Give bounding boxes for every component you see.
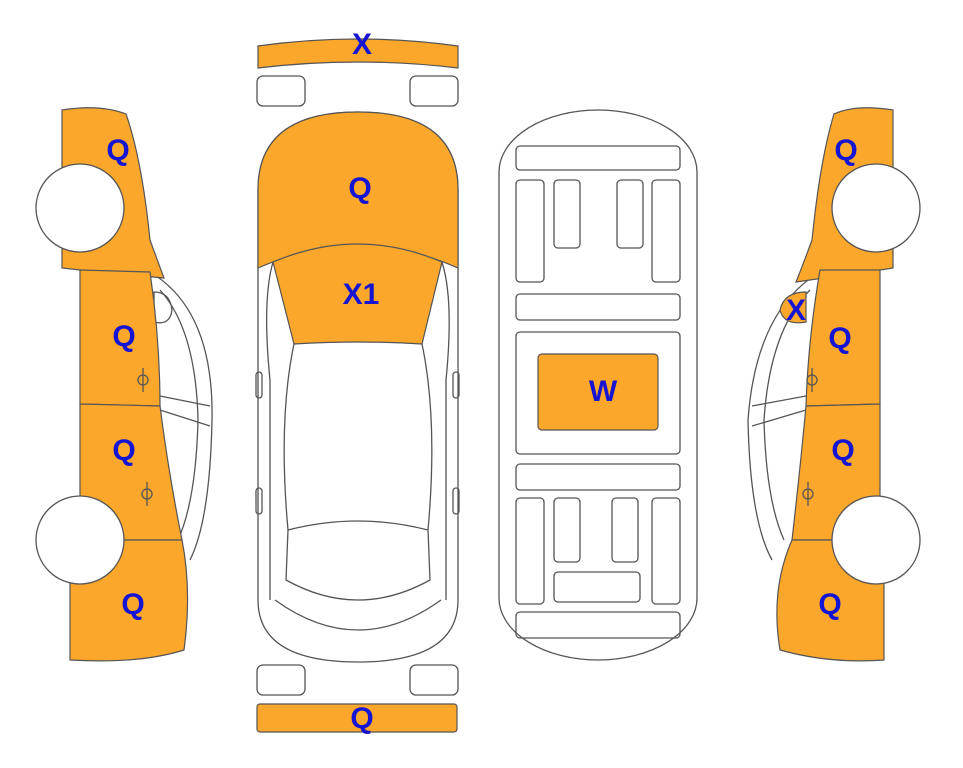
- car-left-side: Q Q Q Q: [35, 107, 213, 662]
- left-rear-wheel: [35, 495, 125, 585]
- underbody-outline: [498, 109, 698, 661]
- right-front-fender-label: Q: [834, 134, 857, 167]
- ub-lower-bar: [553, 571, 641, 603]
- front-bumper-group: X: [256, 28, 459, 107]
- left-handle-top: [255, 487, 263, 515]
- right-beltline-2: [751, 409, 807, 427]
- ub-slot-3: [553, 497, 581, 563]
- rear-left-light: [256, 664, 306, 696]
- right-rear-wheel: [831, 495, 921, 585]
- left-mirror-top: [255, 371, 263, 399]
- ub-right-col-2: [651, 497, 681, 605]
- left-front-wheel: [35, 163, 125, 253]
- left-cabin-outline: [149, 271, 213, 561]
- car-top-view: Q X1: [255, 111, 460, 663]
- rear-bumper-panel[interactable]: [256, 703, 458, 733]
- right-mirror-top: [452, 371, 460, 399]
- rear-bumper-label: Q: [350, 702, 373, 735]
- front-left-light: [256, 75, 306, 107]
- windshield-label: X1: [343, 278, 380, 311]
- right-mirror-label: X: [786, 294, 806, 327]
- ub-mid-bar-2: [515, 463, 681, 491]
- ub-right-col-1: [651, 179, 681, 283]
- cabin-left-inner: [283, 343, 295, 531]
- ub-bottom-bar: [515, 611, 681, 639]
- left-rear-door-label: Q: [112, 434, 135, 467]
- rear-window: [285, 520, 431, 601]
- left-rear-handle-knob: [141, 488, 153, 500]
- rear-bumper-group: Q: [256, 664, 459, 735]
- front-right-light: [409, 75, 459, 107]
- rear-right-light: [409, 664, 459, 696]
- cabin-right-line: [441, 261, 450, 600]
- right-front-door-label: Q: [828, 322, 851, 355]
- car-right-side: Q Q Q Q X: [747, 107, 921, 662]
- right-rear-handle-knob: [802, 488, 814, 500]
- cabin-right-inner: [421, 343, 433, 531]
- right-front-wheel: [831, 163, 921, 253]
- left-glass-line: [159, 289, 199, 541]
- hood-label: Q: [348, 172, 371, 205]
- right-mirror-panel[interactable]: [779, 291, 807, 324]
- left-mirror: [153, 291, 173, 324]
- cabin-left-line: [266, 261, 274, 600]
- front-bumper-label: X: [352, 28, 372, 61]
- roof-label: W: [589, 375, 618, 408]
- left-front-fender-label: Q: [106, 134, 129, 167]
- ub-slot-1: [553, 179, 581, 249]
- roof-panel[interactable]: [537, 353, 659, 431]
- left-front-door-label: Q: [112, 320, 135, 353]
- right-handle-top: [452, 487, 460, 515]
- left-rear-quarter-label: Q: [121, 588, 144, 621]
- left-beltline-2: [159, 409, 211, 427]
- right-rear-quarter-label: Q: [818, 588, 841, 621]
- car-underbody-view: W: [498, 109, 698, 661]
- front-bumper-panel[interactable]: [257, 38, 459, 69]
- ub-left-col-2: [515, 497, 545, 605]
- ub-top-bar: [515, 145, 681, 171]
- left-beltline-1: [159, 395, 211, 407]
- right-front-handle-knob: [806, 374, 818, 386]
- left-front-handle-knob: [137, 374, 149, 386]
- ub-slot-4: [611, 497, 639, 563]
- ub-slot-2: [616, 179, 644, 249]
- ub-mid-bar-1: [515, 293, 681, 321]
- right-rear-door-label: Q: [831, 434, 854, 467]
- ub-mid-frame: [515, 331, 681, 455]
- right-beltline-1: [751, 395, 807, 407]
- rear-arc: [274, 599, 442, 631]
- ub-left-col-1: [515, 179, 545, 283]
